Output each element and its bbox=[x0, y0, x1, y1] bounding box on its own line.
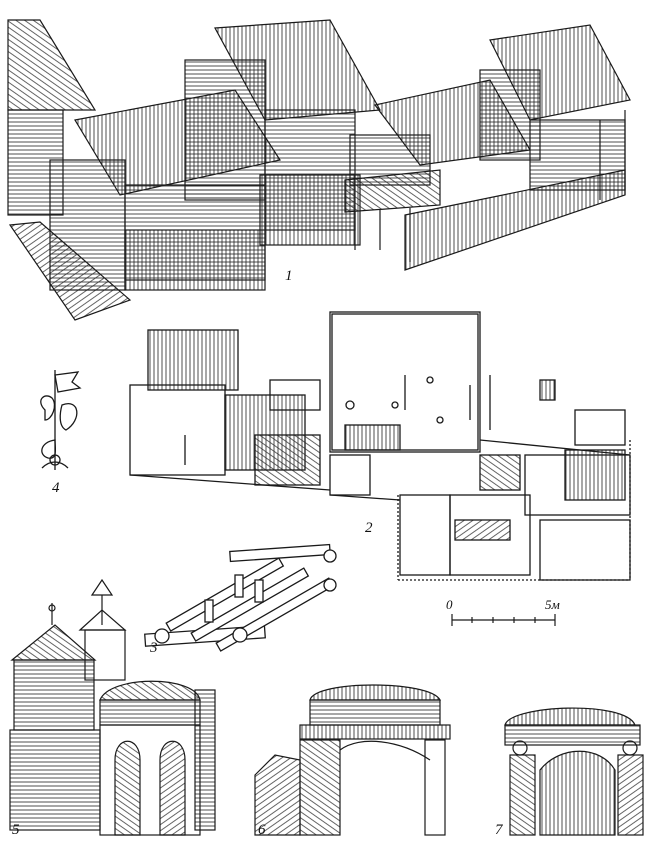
figure-label-4: 4 bbox=[52, 480, 60, 496]
scale-end-label: 5м bbox=[545, 597, 560, 612]
figure-label-5: 5 bbox=[12, 822, 20, 838]
fig4-flag-ornament bbox=[40, 370, 82, 470]
fig5-tower-gate bbox=[9, 578, 216, 836]
figure-label-2: 2 bbox=[365, 520, 373, 536]
fig7-carved-portal bbox=[504, 707, 644, 836]
figure-label-6: 6 bbox=[258, 822, 266, 838]
fig1-log-buildings bbox=[7, 19, 631, 321]
fig2-excavation-plan bbox=[129, 311, 631, 581]
figure-label-1: 1 bbox=[285, 268, 293, 284]
figure-label-3: 3 bbox=[150, 640, 158, 656]
scale-bar bbox=[451, 614, 556, 626]
figure-label-7: 7 bbox=[495, 822, 503, 838]
fig3-log-frame bbox=[144, 543, 337, 652]
scale-start-label: 0 bbox=[446, 597, 453, 612]
fig6-gate-fragment bbox=[254, 684, 451, 836]
